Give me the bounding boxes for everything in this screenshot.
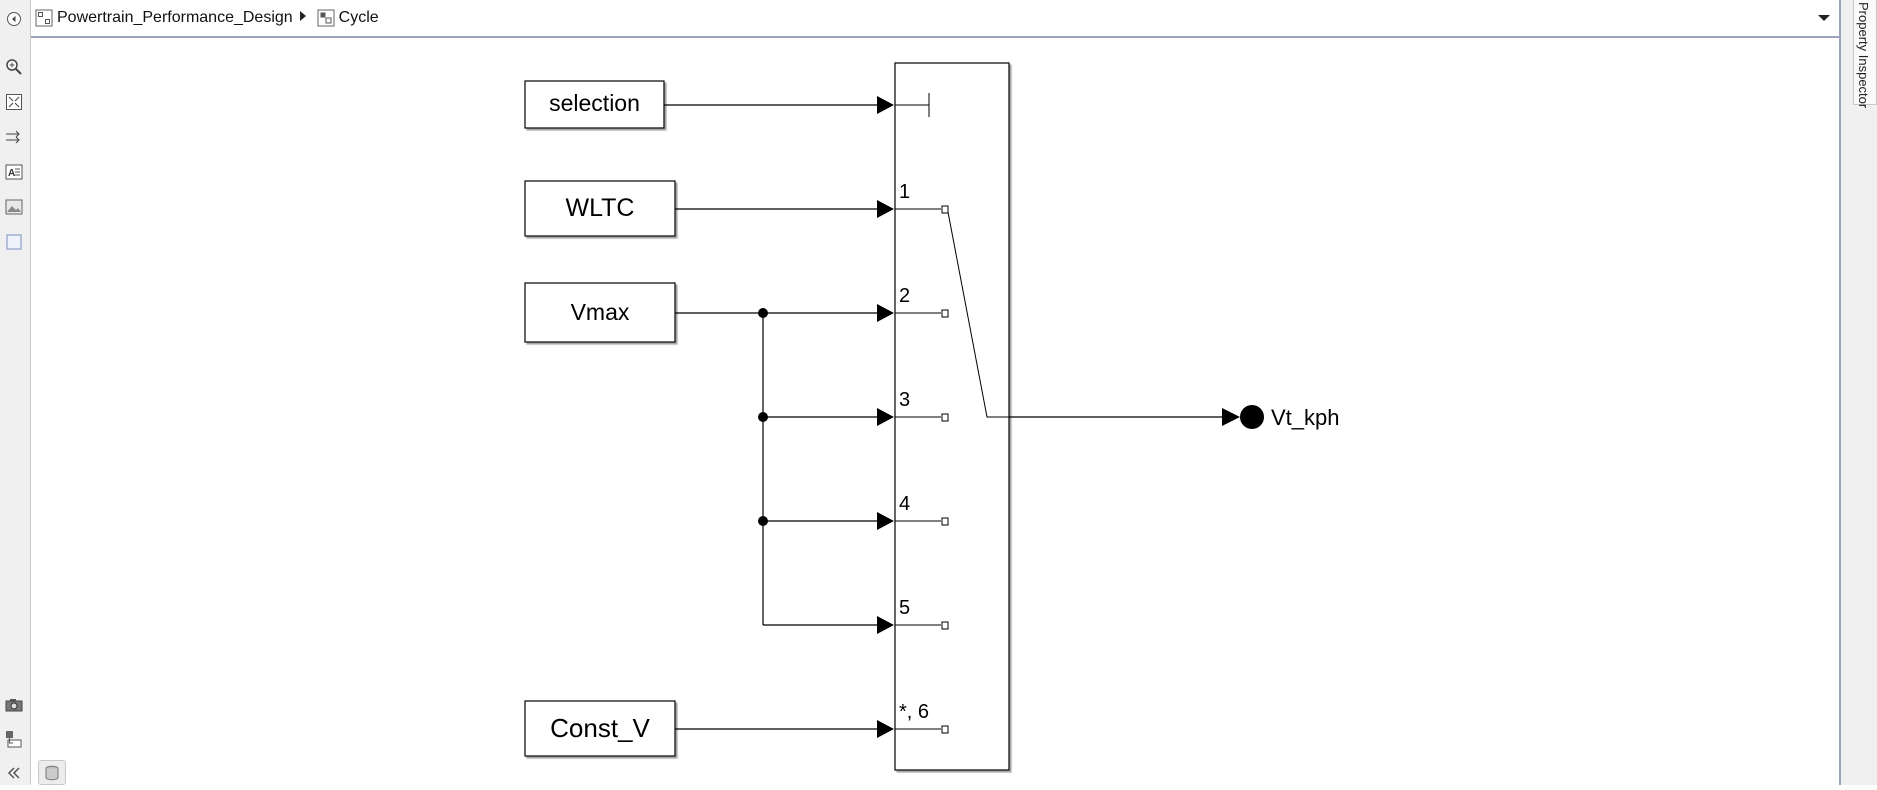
- model-icon: [35, 9, 53, 27]
- back-icon[interactable]: [3, 8, 25, 30]
- image-icon[interactable]: [3, 196, 25, 218]
- breadcrumb-subsystem[interactable]: Cycle: [338, 9, 379, 26]
- breadcrumb: Powertrain_Performance_Design Cycle: [31, 9, 379, 27]
- switch-port-label: 2: [899, 285, 910, 307]
- address-bar: Powertrain_Performance_Design Cycle: [31, 0, 1839, 38]
- block-wltc-label: WLTC: [566, 194, 635, 222]
- arrowheads: [877, 96, 1240, 738]
- block-vmax[interactable]: Vmax: [524, 282, 676, 343]
- switch-port-label: 1: [899, 181, 910, 203]
- property-inspector-tab[interactable]: Property Inspector: [1853, 0, 1877, 109]
- multiport-switch-block[interactable]: 1 2 3 4 5 *, 6: [894, 62, 1010, 771]
- switch-port-label: 3: [899, 389, 910, 411]
- arrows-icon[interactable]: [3, 126, 25, 148]
- zoom-icon[interactable]: [3, 56, 25, 78]
- collapse-icon[interactable]: [3, 762, 25, 784]
- switch-port-label: *, 6: [899, 701, 929, 723]
- block-vmax-label: Vmax: [571, 299, 630, 325]
- switch-port-label: 4: [899, 493, 910, 515]
- property-inspector-strip: Property Inspector: [1839, 0, 1877, 785]
- fit-view-icon[interactable]: [3, 91, 25, 113]
- block-diagram: selection WLTC Vmax Const_V: [524, 62, 1340, 771]
- signal-lines[interactable]: [664, 104, 1222, 730]
- explorer-icon[interactable]: [3, 728, 25, 750]
- block-wltc[interactable]: WLTC: [524, 180, 676, 237]
- property-inspector-label: Property Inspector: [1856, 2, 1871, 109]
- model-canvas[interactable]: selection WLTC Vmax Const_V: [31, 40, 1839, 785]
- block-const-v[interactable]: Const_V: [524, 700, 676, 757]
- output-tag-label: Vt_kph: [1271, 405, 1340, 430]
- block-selection-label: selection: [549, 90, 640, 116]
- switch-port-label: 5: [899, 597, 910, 619]
- chevron-right-icon: [299, 9, 307, 27]
- svg-text:A: A: [8, 168, 15, 179]
- chevron-down-icon[interactable]: [1817, 10, 1831, 28]
- camera-icon[interactable]: [3, 694, 25, 716]
- database-icon[interactable]: [38, 760, 66, 785]
- output-tag-vt-kph[interactable]: Vt_kph: [1240, 405, 1340, 430]
- breadcrumb-model[interactable]: Powertrain_Performance_Design: [57, 9, 293, 26]
- annotation-icon[interactable]: A: [3, 161, 25, 183]
- block-selection[interactable]: selection: [524, 80, 665, 129]
- subsystem-icon: [317, 9, 335, 27]
- area-icon[interactable]: [3, 231, 25, 253]
- tool-strip: A: [0, 0, 31, 785]
- branch-points: [758, 308, 768, 526]
- block-const-v-label: Const_V: [550, 713, 650, 743]
